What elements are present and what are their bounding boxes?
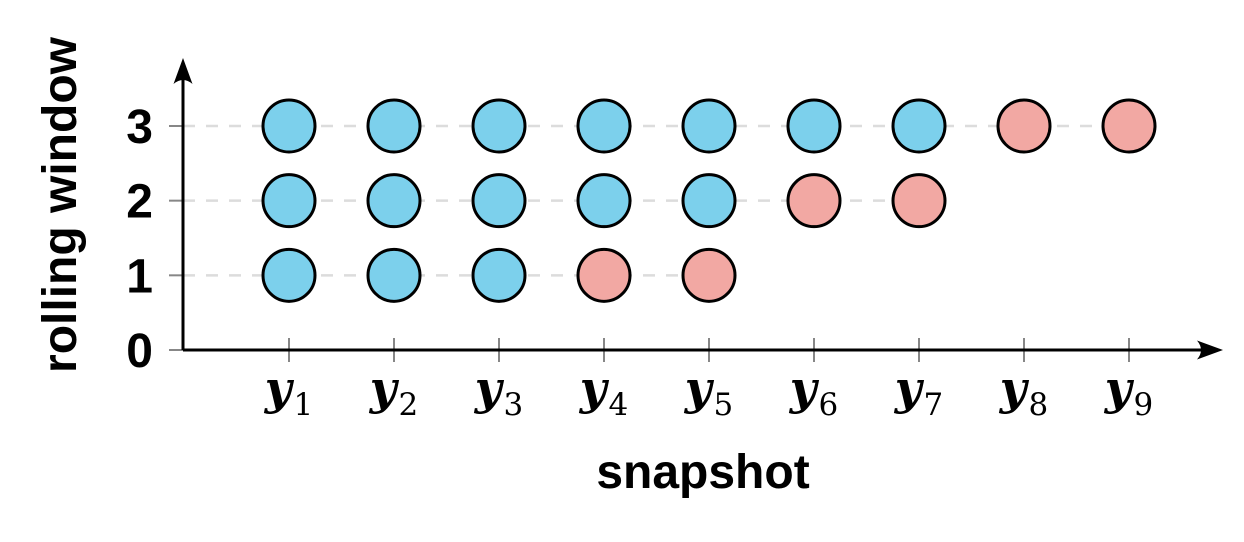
dot-blue-s3-w3 — [471, 98, 527, 154]
dot-pink-s8-w3 — [996, 98, 1052, 154]
dot-blue-s4-w2 — [576, 173, 632, 229]
dot-blue-s3-w1 — [471, 247, 527, 303]
x-tick-label-4: y4 — [579, 361, 628, 423]
x-tick-label-2: y2 — [369, 361, 418, 423]
y-tick-label-3: 3 — [126, 101, 153, 154]
y-axis-title: rolling window — [34, 37, 87, 373]
y-axis-arrowhead-icon — [173, 58, 193, 84]
y-tick-label-1: 1 — [126, 250, 153, 303]
dot-blue-s4-w3 — [576, 98, 632, 154]
dot-pink-s6-w2 — [786, 173, 842, 229]
y-tick-label-0: 0 — [126, 325, 153, 378]
x-axis-arrowhead-icon — [1197, 340, 1223, 360]
dot-blue-s5-w3 — [681, 98, 737, 154]
dot-blue-s6-w3 — [786, 98, 842, 154]
x-tick-label-9: y9 — [1104, 361, 1153, 423]
dot-blue-s1-w2 — [261, 173, 317, 229]
x-tick-label-5: y5 — [684, 361, 733, 423]
dot-pink-s7-w2 — [891, 173, 947, 229]
dot-blue-s5-w2 — [681, 173, 737, 229]
dot-blue-s7-w3 — [891, 98, 947, 154]
dot-pink-s5-w1 — [681, 247, 737, 303]
dot-blue-s2-w3 — [366, 98, 422, 154]
dot-blue-s2-w1 — [366, 247, 422, 303]
y-tick-label-2: 2 — [126, 176, 153, 229]
x-axis-title: snapshot — [596, 446, 810, 499]
dot-blue-s1-w3 — [261, 98, 317, 154]
x-tick-label-6: y6 — [789, 361, 838, 423]
dot-pink-s9-w3 — [1101, 98, 1157, 154]
dot-pink-s4-w1 — [576, 247, 632, 303]
x-tick-label-7: y7 — [894, 361, 943, 423]
dot-blue-s3-w2 — [471, 173, 527, 229]
dot-blue-s2-w2 — [366, 173, 422, 229]
x-tick-label-3: y3 — [474, 361, 523, 423]
dot-blue-s1-w1 — [261, 247, 317, 303]
x-tick-label-8: y8 — [999, 361, 1048, 423]
x-tick-label-1: y1 — [264, 361, 313, 423]
